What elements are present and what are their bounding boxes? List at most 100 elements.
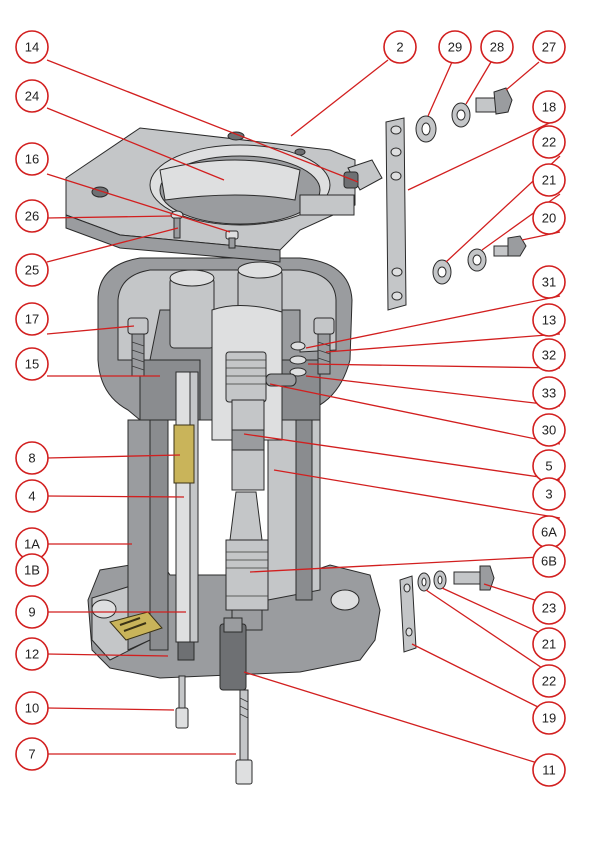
leader-12 bbox=[46, 653, 169, 657]
callout-33: 33 bbox=[532, 376, 566, 410]
callout-15: 15 bbox=[15, 347, 49, 381]
leader-33 bbox=[305, 375, 561, 407]
callout-19: 19 bbox=[532, 701, 566, 735]
leader-2 bbox=[290, 59, 389, 137]
svg-text:32: 32 bbox=[542, 348, 556, 363]
svg-text:22: 22 bbox=[542, 674, 556, 689]
leader-6a bbox=[249, 555, 561, 573]
leader-16 bbox=[46, 173, 231, 233]
leader-18 bbox=[407, 117, 561, 191]
callout-2: 2 bbox=[383, 30, 417, 64]
callout-17: 17 bbox=[15, 302, 49, 336]
callout-29: 29 bbox=[438, 30, 472, 64]
svg-text:29: 29 bbox=[448, 40, 462, 55]
leader-30 bbox=[269, 383, 561, 445]
svg-text:23: 23 bbox=[542, 601, 556, 616]
svg-text:20: 20 bbox=[542, 211, 556, 226]
top-plate bbox=[65, 127, 356, 263]
callout-25: 25 bbox=[15, 253, 49, 287]
svg-text:9: 9 bbox=[28, 605, 35, 620]
svg-text:1B: 1B bbox=[24, 563, 40, 578]
leader-17 bbox=[46, 325, 135, 335]
callout-7: 7 bbox=[15, 737, 49, 771]
screw-stack-31-33 bbox=[265, 341, 307, 387]
leader-24 bbox=[46, 107, 225, 181]
leader-14 bbox=[46, 59, 359, 183]
svg-text:12: 12 bbox=[25, 647, 39, 662]
svg-text:15: 15 bbox=[25, 357, 39, 372]
callout-22-top: 22 bbox=[532, 125, 566, 159]
leader-10 bbox=[46, 707, 175, 711]
bracket-19 bbox=[399, 575, 417, 653]
screw-10 bbox=[175, 675, 189, 729]
callout-28: 28 bbox=[480, 30, 514, 64]
leader-32 bbox=[307, 363, 561, 369]
callout-30: 30 bbox=[532, 413, 566, 447]
callout-31: 31 bbox=[532, 265, 566, 299]
svg-text:6B: 6B bbox=[541, 554, 557, 569]
svg-text:8: 8 bbox=[28, 451, 35, 466]
svg-text:1A: 1A bbox=[24, 537, 40, 552]
part-11 bbox=[219, 617, 247, 691]
callout-32: 32 bbox=[532, 338, 566, 372]
callout-26: 26 bbox=[15, 199, 49, 233]
svg-text:33: 33 bbox=[542, 386, 556, 401]
svg-text:19: 19 bbox=[542, 711, 556, 726]
svg-text:28: 28 bbox=[490, 40, 504, 55]
callout-bubbles: 14 2 29 28 27 24 18 22 16 21 26 20 25 31… bbox=[15, 30, 566, 787]
washer-22-top bbox=[432, 259, 452, 285]
leader-29 bbox=[427, 61, 453, 117]
washer-21-top bbox=[467, 248, 487, 272]
svg-text:31: 31 bbox=[542, 275, 556, 290]
callout-22-bottom: 22 bbox=[532, 664, 566, 698]
callout-10: 10 bbox=[15, 691, 49, 725]
callout-23: 23 bbox=[532, 591, 566, 625]
bolt-20 bbox=[493, 235, 527, 257]
svg-text:25: 25 bbox=[25, 263, 39, 278]
brass-sleeve-8 bbox=[173, 424, 195, 484]
callout-3: 3 bbox=[532, 477, 566, 511]
callout-4: 4 bbox=[15, 479, 49, 513]
callout-16: 16 bbox=[15, 142, 49, 176]
leader-5 bbox=[243, 433, 561, 481]
washer-21-bottom bbox=[433, 570, 447, 590]
callout-27: 27 bbox=[532, 30, 566, 64]
rod-9-end bbox=[177, 641, 195, 661]
svg-text:11: 11 bbox=[542, 763, 556, 778]
svg-text:30: 30 bbox=[542, 423, 556, 438]
leader-22b bbox=[425, 589, 561, 681]
leader-3 bbox=[273, 469, 561, 519]
svg-text:27: 27 bbox=[542, 40, 556, 55]
housing-body bbox=[87, 257, 381, 679]
svg-text:14: 14 bbox=[25, 40, 39, 55]
leader-27 bbox=[505, 61, 540, 91]
svg-text:4: 4 bbox=[28, 489, 35, 504]
svg-text:2: 2 bbox=[396, 40, 403, 55]
leader-25 bbox=[46, 227, 179, 263]
screw-7 bbox=[235, 689, 253, 785]
rod-4 bbox=[175, 371, 199, 643]
screw-17 bbox=[127, 317, 149, 377]
plug-14 bbox=[343, 159, 383, 191]
callout-24: 24 bbox=[15, 79, 49, 113]
svg-text:7: 7 bbox=[28, 747, 35, 762]
svg-text:16: 16 bbox=[25, 152, 39, 167]
callout-20: 20 bbox=[532, 201, 566, 235]
callout-6a: 6A bbox=[532, 515, 566, 549]
screw-16 bbox=[225, 230, 239, 249]
washer-28 bbox=[451, 102, 471, 128]
callout-6b: 6B bbox=[532, 544, 566, 578]
callout-11: 11 bbox=[532, 753, 566, 787]
svg-text:18: 18 bbox=[542, 100, 556, 115]
leader-26 bbox=[46, 215, 173, 219]
washer-29 bbox=[415, 115, 437, 143]
svg-text:21: 21 bbox=[542, 637, 556, 652]
bracket-18 bbox=[385, 117, 407, 311]
callout-18: 18 bbox=[532, 90, 566, 124]
svg-text:24: 24 bbox=[25, 89, 39, 104]
leader-13 bbox=[325, 333, 561, 353]
leader-19 bbox=[411, 643, 561, 719]
svg-text:6A: 6A bbox=[541, 525, 557, 540]
nozzle-6 bbox=[225, 491, 269, 631]
